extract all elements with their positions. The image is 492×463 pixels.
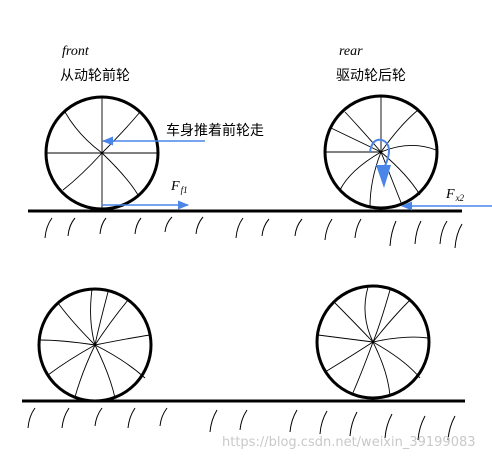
push-annotation: 车身推着前轮走 [166, 122, 264, 139]
front-wheel-top [44, 95, 160, 211]
force-front-main: F [170, 179, 180, 194]
force-label-rear: Fx2 [445, 187, 465, 203]
front-wheel-caption: 从动轮前轮 [60, 67, 130, 84]
force-label-front: Ff1 [170, 179, 188, 195]
force-rear-sub: x2 [455, 193, 465, 203]
rear-wheel-caption: 驱动轮后轮 [336, 68, 406, 84]
rear-label: rear [339, 44, 363, 59]
force-front-sub: f1 [181, 185, 188, 195]
ground-hatch-top [44, 216, 463, 249]
watermark: https://blog.csdn.net/weixin_39199083 [222, 435, 476, 450]
rear-wheel-bottom [315, 284, 431, 400]
force-rear-main: F [445, 187, 455, 202]
front-label: front [62, 44, 90, 59]
rear-wheel-top [323, 94, 439, 210]
rotation-arrow [369, 138, 391, 188]
ground-hatch-bottom [27, 407, 456, 441]
front-wheel-bottom [37, 287, 153, 403]
